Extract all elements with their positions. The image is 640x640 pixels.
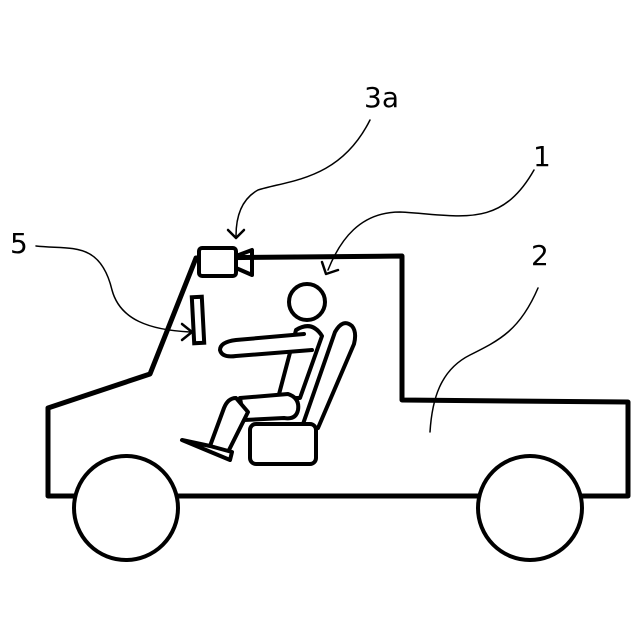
leader-2 bbox=[430, 288, 538, 432]
rear-wheel bbox=[478, 456, 582, 560]
occupant-leg bbox=[210, 398, 248, 452]
occupant-head bbox=[289, 284, 325, 320]
leader-5 bbox=[36, 246, 190, 332]
label-display: 5 bbox=[10, 230, 28, 258]
occupant-thigh bbox=[240, 394, 298, 420]
occupant-arm bbox=[220, 334, 312, 356]
front-wheel bbox=[74, 456, 178, 560]
label-vehicle: 2 bbox=[531, 242, 549, 270]
display-panel bbox=[192, 297, 204, 343]
label-camera: 3a bbox=[364, 84, 399, 112]
leader-3a bbox=[236, 120, 370, 236]
label-occupant: 1 bbox=[533, 143, 551, 171]
camera bbox=[199, 248, 252, 276]
